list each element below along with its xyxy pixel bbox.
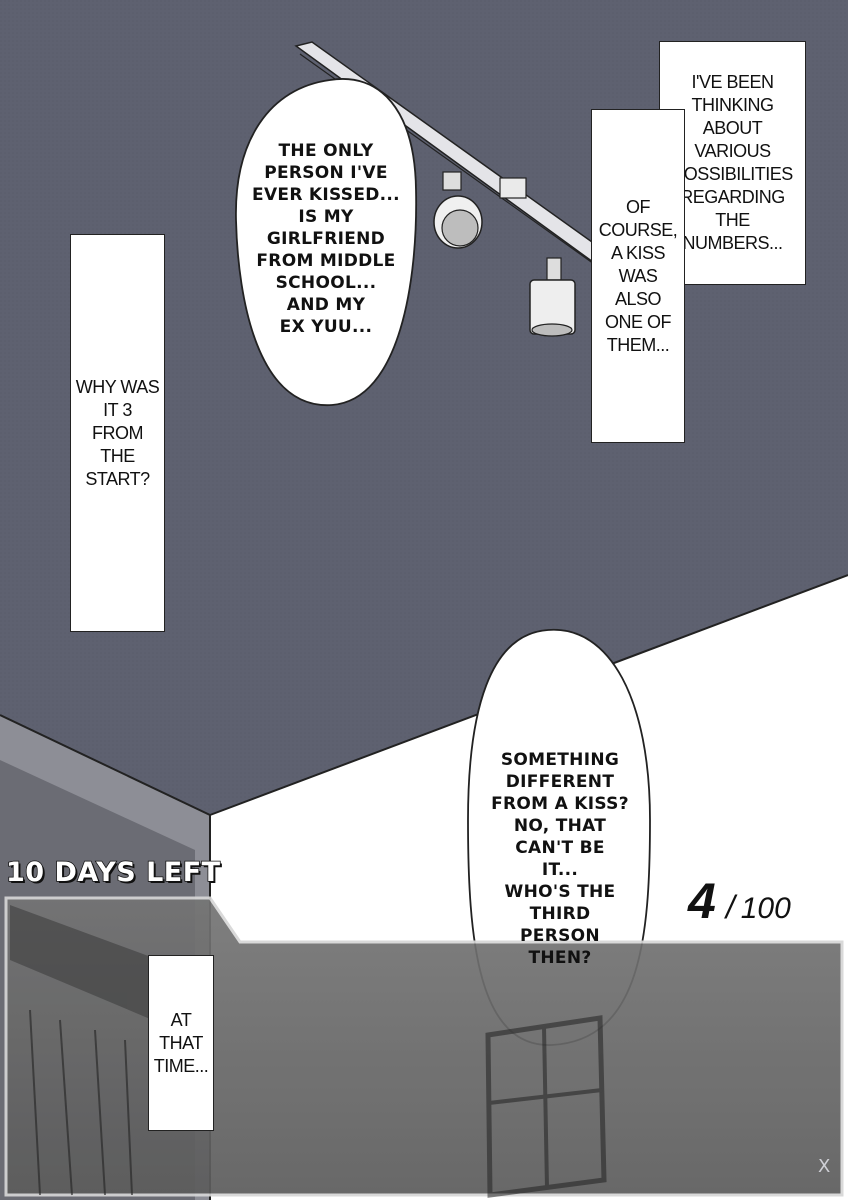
- speech-bubble-2-text: SOMETHING DIFFERENT FROM A KISS? NO, THA…: [491, 750, 629, 968]
- days-left-counter: 10 DAYS LEFT: [5, 856, 221, 889]
- score-total: 100: [740, 892, 791, 925]
- close-icon[interactable]: X: [818, 1156, 831, 1177]
- window-frame: [485, 1015, 607, 1198]
- score-separator: /: [725, 889, 735, 925]
- speech-bubble-1-text: THE ONLY PERSON I'VE EVER KISSED... IS M…: [252, 141, 400, 337]
- game-dialog-panel: [4, 896, 844, 1197]
- left-wall-edge: [0, 714, 211, 816]
- narration-box-4: AT THAT TIME...: [148, 955, 214, 1131]
- score-current: 4: [688, 873, 716, 929]
- speech-bubble-1-shape: [235, 78, 418, 406]
- narration-box-3: WHY WAS IT 3 FROM THE START?: [70, 234, 165, 632]
- narration-box-2: OF COURSE, A KISS WAS ALSO ONE OF THEM..…: [591, 109, 685, 443]
- score-counter: 4/100: [688, 872, 791, 930]
